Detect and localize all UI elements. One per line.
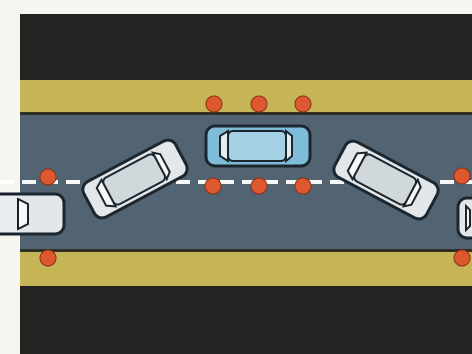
grain-overlay: [20, 14, 472, 354]
